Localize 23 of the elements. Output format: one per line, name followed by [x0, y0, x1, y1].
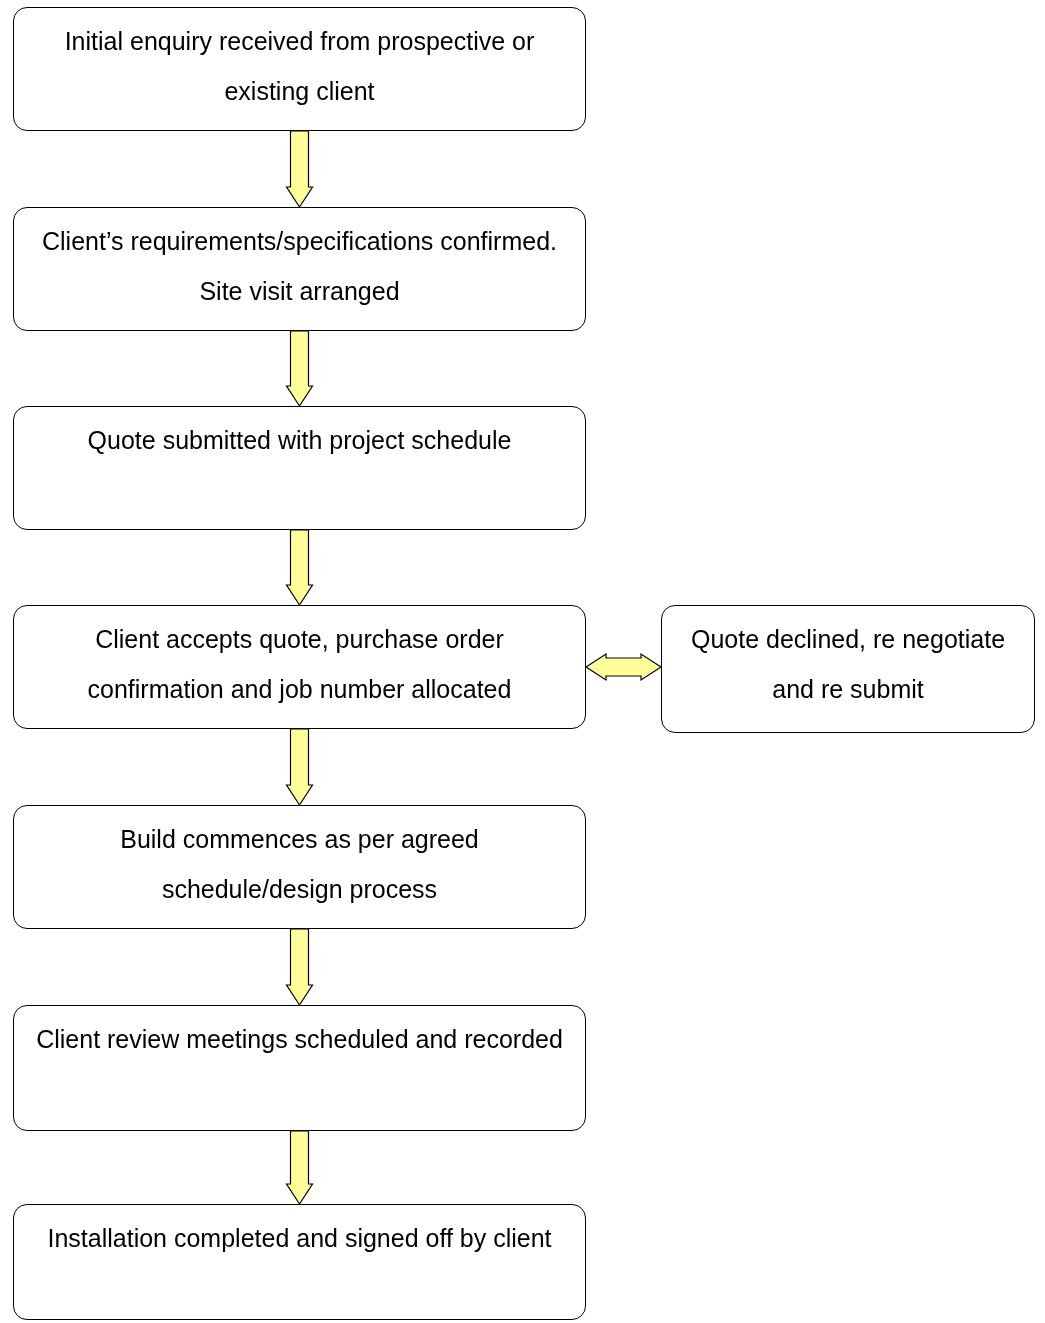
- block-arrow: [285, 1130, 314, 1206]
- step-text: Client’s requirements/specifications confirmed. Site visit arranged: [40, 226, 558, 307]
- block-arrow: [285, 928, 314, 1007]
- block-arrow: [285, 330, 314, 408]
- block-arrow: [285, 728, 314, 807]
- process-box: [13, 1005, 586, 1131]
- step-text: Client accepts quote, purchase order confirmation and job number allocated: [86, 624, 513, 705]
- process-box: [13, 805, 586, 929]
- step-text: Client review meetings scheduled and recorded: [36, 1024, 563, 1055]
- block-arrow: [285, 529, 314, 607]
- process-box: [13, 406, 586, 530]
- process-box: [13, 7, 586, 131]
- process-box: [13, 207, 586, 331]
- block-arrow: [584, 652, 663, 682]
- step-text: Installation completed and signed off by client: [47, 1223, 552, 1254]
- step-text: Quote submitted with project schedule: [87, 425, 512, 456]
- process-box: [13, 605, 586, 729]
- step-text: Initial enquiry received from prospective or existing client: [63, 26, 536, 107]
- step-text: Build commences as per agreed schedule/design process: [119, 824, 480, 905]
- process-box: [13, 1204, 586, 1320]
- step-text: Quote declined, re negotiate and re submit: [689, 624, 1007, 705]
- block-arrow: [285, 130, 314, 209]
- process-box: [661, 605, 1035, 733]
